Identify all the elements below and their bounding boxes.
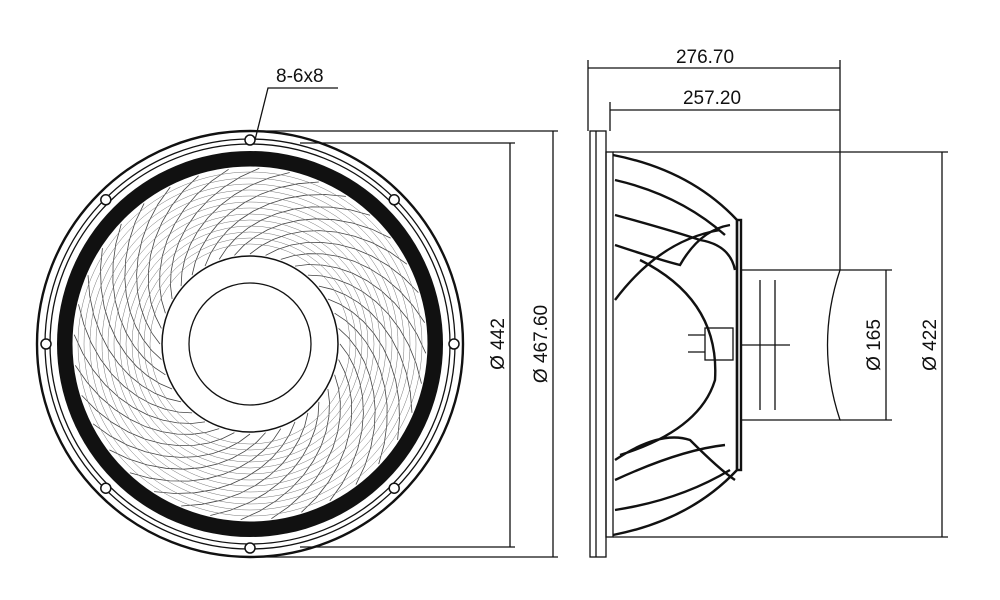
cone-rib <box>87 275 182 403</box>
cone-ring <box>95 189 405 499</box>
cone-rib <box>318 285 413 413</box>
dust-cap-ring <box>161 255 339 433</box>
cone-diameter-label: Ø 422 <box>920 319 941 371</box>
cone-rib <box>181 412 309 507</box>
diameter-467-label: Ø 467.60 <box>531 305 552 383</box>
cone-ring <box>125 219 375 469</box>
cone-ring <box>131 225 369 463</box>
mounting-hole <box>244 134 256 146</box>
cone-rib <box>124 203 162 360</box>
mounting-hole <box>388 194 400 206</box>
front-view: 8-6x8 Ø 442 Ø 467.60 <box>35 66 558 559</box>
cone-ring <box>137 231 363 457</box>
cone-rib <box>334 312 388 465</box>
mounting-holes <box>40 134 460 554</box>
cone-rib <box>100 248 173 390</box>
flange <box>589 130 607 558</box>
cone-rib <box>294 264 427 354</box>
cone-ring <box>113 207 387 481</box>
cone-ring <box>149 243 351 445</box>
dust-cap <box>188 282 312 406</box>
mounting-hole <box>100 482 112 494</box>
terminal <box>704 327 734 361</box>
cone-ring <box>83 177 417 511</box>
hole-callout-label: 8-6x8 <box>276 66 324 87</box>
mounting-hole <box>244 542 256 554</box>
cone-rib <box>280 253 426 323</box>
cone-rib <box>338 328 376 485</box>
cone-rib <box>109 432 266 470</box>
cone-rib <box>327 298 400 440</box>
cone-rib <box>170 167 260 300</box>
cone-rib <box>265 241 419 293</box>
mounting-hole <box>448 338 460 350</box>
mounting-hole <box>40 338 52 350</box>
cone-rib <box>78 304 193 414</box>
cone-rib <box>210 401 320 516</box>
cone-rib <box>92 423 251 458</box>
cone-rib <box>74 365 220 435</box>
cone-rib <box>191 181 319 276</box>
basket-outline <box>612 153 739 537</box>
cone-rib <box>180 172 290 287</box>
cone-ring <box>89 183 411 505</box>
cone-rib <box>136 186 171 345</box>
cone-rib <box>271 374 341 520</box>
cone-ring <box>107 201 393 487</box>
cone-rib <box>147 175 199 329</box>
cone-rib <box>329 343 364 502</box>
cone-rib <box>307 274 422 384</box>
magnet <box>740 269 841 421</box>
total-depth-label: 276.70 <box>676 47 734 68</box>
cone-pattern <box>73 167 427 521</box>
mounting-hole <box>388 482 400 494</box>
basket-depth-label: 257.20 <box>683 88 741 109</box>
cone-rib <box>218 206 371 260</box>
cone-ring <box>119 213 381 475</box>
cone-ring <box>77 171 423 517</box>
cone-rib <box>301 359 353 513</box>
cone-ring <box>101 195 399 493</box>
cone-rib <box>234 218 391 256</box>
cone-rib <box>81 395 235 447</box>
cone-rib <box>240 388 330 521</box>
magnet-diameter-label: Ø 165 <box>864 319 885 371</box>
cone-rib <box>159 168 229 314</box>
cone-rib <box>249 230 408 265</box>
cone-rib <box>204 194 346 267</box>
callout-leader <box>254 87 338 141</box>
basket-spokes <box>614 178 737 512</box>
cone-rib <box>154 421 296 494</box>
side-view: 276.70 257.20 Ø 165 Ø 422 <box>587 47 948 558</box>
cone-rib <box>73 334 206 424</box>
cone-rib <box>112 223 166 376</box>
cone-ring <box>143 237 357 451</box>
cone-rib <box>129 428 282 482</box>
mounting-hole <box>100 194 112 206</box>
diameter-442-label: Ø 442 <box>488 318 509 370</box>
